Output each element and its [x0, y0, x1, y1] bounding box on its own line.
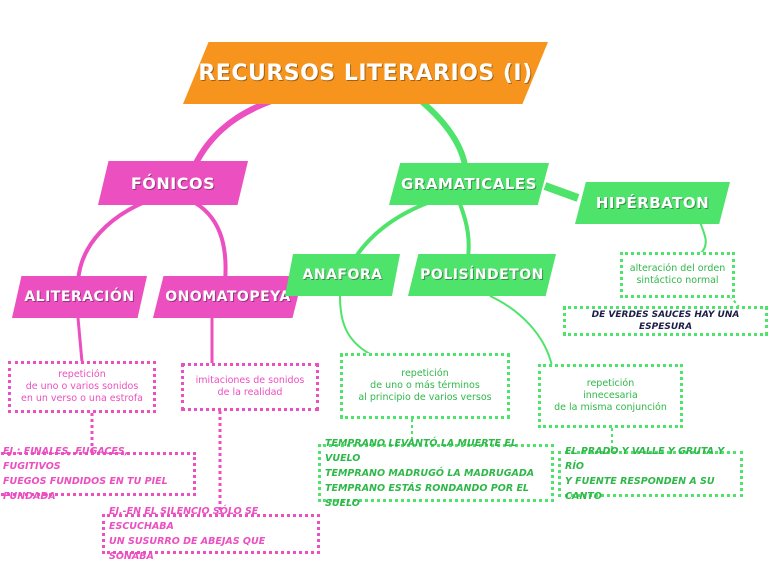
- onomatopeya-definition: imitaciones de sonidos de la realidad: [181, 363, 319, 411]
- definition-line: innecesaria: [583, 390, 638, 401]
- definition-line: de uno o varios sonidos: [25, 381, 139, 392]
- example-line: UN SUSURRO DE ABEJAS QUE SONABA: [109, 536, 266, 562]
- link-fonicos-aliteracion: [76, 198, 151, 283]
- definition-line: en un verso o una estrofa: [20, 393, 143, 404]
- gramaticales-node: GRAMATICALES: [389, 163, 549, 205]
- definition-line: de la misma conjunción: [554, 402, 667, 413]
- anafora-node: ANAFORA: [285, 254, 400, 296]
- definition-line: repetición: [58, 369, 106, 380]
- link-polisindeton-def: [489, 295, 553, 367]
- definition-line: de uno o más términos: [370, 380, 480, 391]
- example-line: EL PRADO Y VALLE Y GRUTA Y RÍO: [565, 446, 725, 472]
- polisindeton-node: POLISÍNDETON: [408, 254, 556, 296]
- repeated-word: TEMPRANO: [325, 482, 386, 494]
- polisindeton-label: POLISÍNDETON: [420, 267, 544, 283]
- fonicos-node: FÓNICOS: [98, 161, 248, 205]
- definition-line: repetición: [401, 368, 449, 379]
- hiperbaton-node: HIPÉRBATON: [575, 182, 730, 224]
- example-rest: ESTÁS RONDANDO POR EL SUELO: [325, 482, 529, 509]
- aliteracion-node: ALITERACIÓN: [12, 276, 147, 318]
- definition-line: sintáctico normal: [636, 275, 719, 286]
- example-line: DE VERDES SAUCES HAY UNA ESPESURA: [591, 310, 740, 332]
- anafora-label: ANAFORA: [302, 267, 383, 283]
- link-gramaticales-polisindeton: [458, 203, 471, 259]
- gramaticales-label: GRAMATICALES: [401, 175, 537, 193]
- link-hiperbaton-def: [699, 221, 707, 255]
- onomatopeya-node: ONOMATOPEYA: [153, 276, 303, 318]
- onomatopeya-label: ONOMATOPEYA: [165, 289, 291, 305]
- link-gramaticales-hiperbaton: [543, 182, 580, 202]
- anafora-example: TEMPRANO LEVANTÓ LA MUERTE EL VUELO TEMP…: [318, 438, 554, 509]
- polisindeton-definition: repetición innecesaria de la misma conju…: [538, 364, 683, 428]
- link-gramaticales-anafora: [353, 200, 431, 260]
- hiperbaton-definition: alteración del orden sintáctico normal: [620, 252, 735, 298]
- example-line: TEMPRANO MADRUGÓ LA MADRUGADA: [325, 466, 534, 481]
- aliteracion-label: ALITERACIÓN: [24, 289, 135, 305]
- example-line: TEMPRANO LEVANTÓ LA MUERTE EL VUELO: [325, 436, 547, 466]
- aliteracion-example: EJ.: FINALES, FUGACES, FUGITIVOS FUEGOS …: [0, 446, 196, 502]
- example-line: EJ.: FINALES, FUGACES, FUGITIVOS: [3, 446, 129, 472]
- definition-line: repetición: [586, 378, 635, 389]
- aliteracion-definition: repetición de uno o varios sonidos en un…: [8, 361, 156, 413]
- root-node: RECURSOS LITERARIOS (I): [183, 42, 548, 104]
- example-line: Y FUENTE RESPONDEN A SU CANTO: [565, 476, 715, 502]
- example-rest: MADRUGÓ LA MADRUGADA: [385, 467, 535, 479]
- root-title: RECURSOS LITERARIOS (I): [198, 60, 533, 86]
- link-anafora-def: [339, 295, 371, 355]
- example-line: TEMPRANO ESTÁS RONDANDO POR EL SUELO: [325, 481, 547, 511]
- link-aliteracion-def: [76, 317, 84, 363]
- example-line: FUEGOS FUNDIDOS EN TU PIEL FUNDADA: [3, 476, 168, 502]
- polisindeton-example: EL PRADO Y VALLE Y GRUTA Y RÍO Y FUENTE …: [558, 446, 743, 502]
- example-rest: LEVANTÓ LA MUERTE EL VUELO: [325, 437, 517, 464]
- definition-line: alteración del orden: [629, 263, 726, 274]
- definition-line: imitaciones de sonidos: [195, 375, 305, 386]
- definition-line: al principio de varios versos: [358, 392, 492, 403]
- definition-line: de la realidad: [217, 387, 283, 398]
- repeated-word: TEMPRANO: [325, 437, 386, 449]
- repeated-word: TEMPRANO: [325, 467, 386, 479]
- onomatopeya-example: EJ.-EN EL SILENCIO SÓLO SE ESCUCHABA UN …: [102, 506, 320, 562]
- example-line: EJ.-EN EL SILENCIO SÓLO SE ESCUCHABA: [109, 506, 259, 532]
- anafora-definition: repetición de uno o más términos al prin…: [340, 353, 510, 419]
- link-fonicos-onomatopeya: [189, 198, 228, 283]
- fonicos-label: FÓNICOS: [130, 173, 216, 193]
- hiperbaton-label: HIPÉRBATON: [595, 194, 710, 212]
- hiperbaton-example: DE VERDES SAUCES HAY UNA ESPESURA: [563, 306, 768, 336]
